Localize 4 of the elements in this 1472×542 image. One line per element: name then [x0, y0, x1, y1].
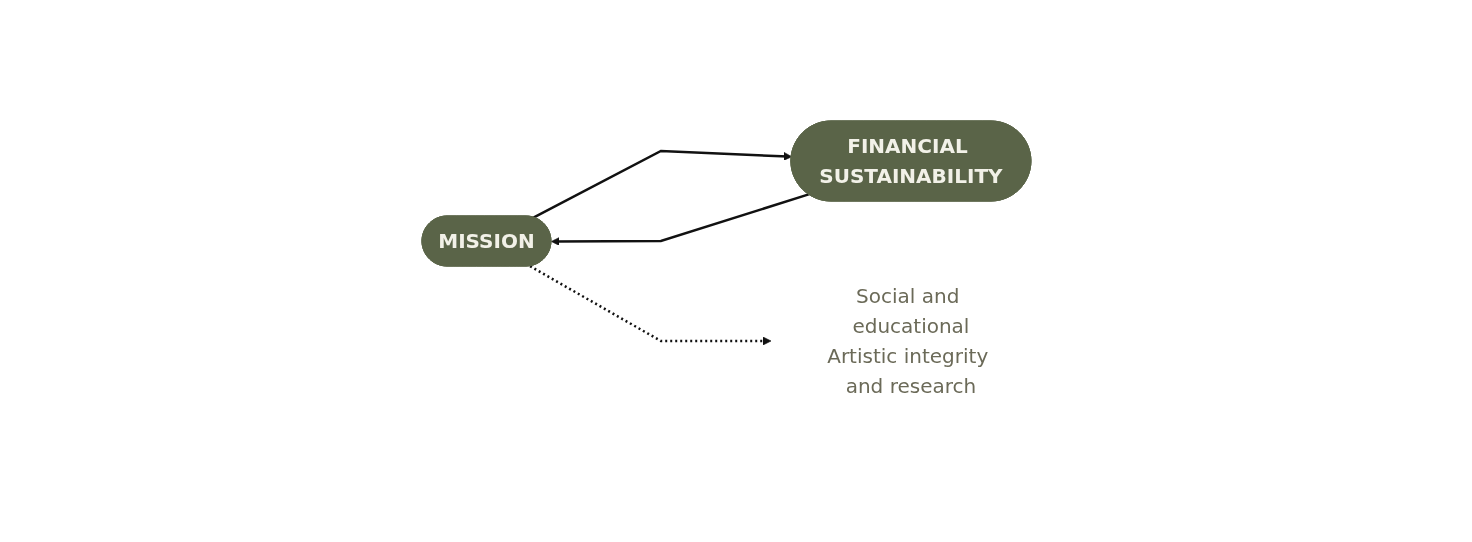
arrow: [550, 193, 809, 246]
node-text: Social and educational Artistic integrity and research: [826, 284, 988, 398]
arrow: [529, 265, 771, 346]
arrow: [532, 149, 792, 219]
